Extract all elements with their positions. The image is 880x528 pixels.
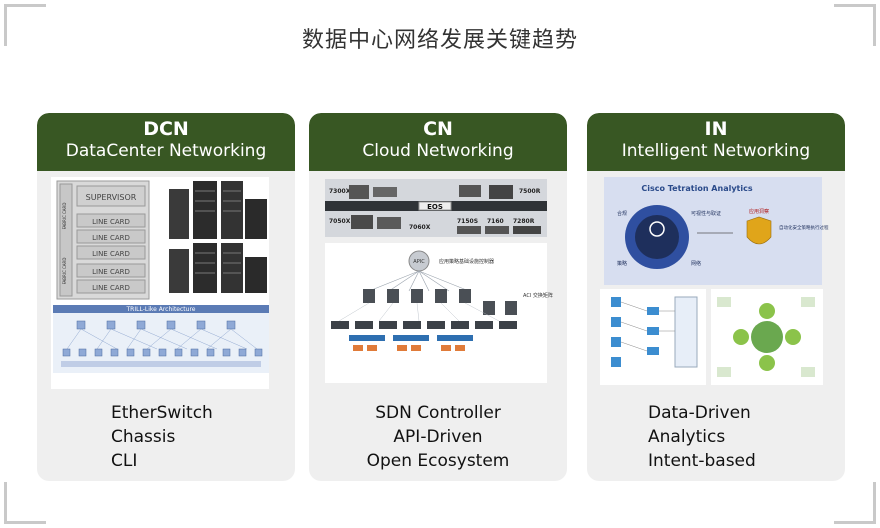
cn-full-name: Cloud Networking [362, 141, 514, 161]
model-7280r: 7280R [513, 218, 535, 225]
trill-architecture-label: TRILL-Like Architecture [126, 306, 196, 313]
security-flow-diagram [600, 289, 706, 385]
apic-description: 应用策略基础设施控制器 [439, 258, 494, 265]
in-illustration: Cisco Tetration Analytics 合规 可视性与取证 策略 网… [600, 177, 829, 385]
line-card-label-2: LINE CARD [92, 234, 130, 242]
dcn-illustration: FABRIC CARD FABRIC CARD SUPERVISOR LINE … [51, 177, 269, 389]
feature-item: Intent-based [648, 451, 756, 471]
tetration-title: Cisco Tetration Analytics [641, 184, 752, 193]
fabric-card-label-1: FABRIC CARD [62, 203, 67, 230]
cn-features: SDN Controller API-Driven Open Ecosystem [309, 401, 567, 473]
tetration-analytics-graphic: Cisco Tetration Analytics 合规 可视性与取证 策略 网… [604, 177, 829, 285]
dcn-abbr: DCN [143, 118, 189, 140]
corner-bracket-top-right [834, 4, 876, 46]
cn-header: CN Cloud Networking [309, 113, 567, 171]
in-full-name: Intelligent Networking [621, 141, 811, 161]
model-7160: 7160 [487, 218, 504, 225]
feature-item: Chassis [111, 427, 176, 447]
model-7500r: 7500R [519, 188, 541, 195]
feature-item: SDN Controller [375, 403, 501, 423]
in-features: Data-Driven Analytics Intent-based [648, 401, 756, 473]
apic-label: APIC [413, 259, 425, 265]
corner-bracket-bottom-left [4, 482, 46, 524]
visibility-label: 可视性与取证 [691, 210, 721, 217]
feature-item: CLI [111, 451, 138, 471]
model-7150s: 7150S [457, 218, 478, 225]
cn-panel: CN Cloud Networking 7300X 7500R EOS 7050… [309, 113, 567, 481]
in-abbr: IN [704, 118, 728, 140]
line-card-label-1: LINE CARD [92, 218, 130, 226]
chassis-diagram: FABRIC CARD FABRIC CARD SUPERVISOR LINE … [56, 180, 150, 300]
aci-fabric-diagram: APIC 应用策略基础设施控制器 ACI 交换矩阵 [325, 243, 553, 383]
compliance-label: 合规 [617, 210, 627, 217]
network-label: 网络 [691, 260, 701, 267]
dcn-full-name: DataCenter Networking [65, 141, 267, 161]
analytics-cycle-diagram [711, 289, 823, 385]
corner-bracket-bottom-right [834, 482, 876, 524]
line-card-label-5: LINE CARD [92, 284, 130, 292]
slide-title: 数据中心网络发展关键趋势 [301, 28, 578, 53]
automated-security-label: 自动化安全策略执行过程 [779, 224, 829, 231]
eos-switch-lineup: 7300X 7500R EOS 7050X 7060X 7150S 7160 7… [325, 185, 547, 234]
dcn-panel: DCN DataCenter Networking FABRIC CARD FA… [37, 113, 295, 481]
in-header: IN Intelligent Networking [587, 113, 845, 171]
feature-item: Data-Driven [648, 403, 751, 423]
fabric-card-label-2: FABRIC CARD [62, 258, 67, 285]
model-7050x: 7050X [329, 218, 351, 225]
line-card-label-4: LINE CARD [92, 268, 130, 276]
in-panel: IN Intelligent Networking Cisco Tetratio… [587, 113, 845, 481]
feature-item: Open Ecosystem [366, 451, 510, 471]
corner-bracket-top-left [4, 4, 46, 46]
feature-item: EtherSwitch [111, 403, 213, 423]
dcn-header: DCN DataCenter Networking [37, 113, 295, 171]
dcn-features: EtherSwitch Chassis CLI [111, 401, 213, 473]
eos-label: EOS [427, 203, 443, 211]
trill-architecture-diagram: TRILL-Like Architecture [53, 305, 269, 373]
app-insight-label: 应用洞察 [749, 208, 769, 215]
cn-illustration: 7300X 7500R EOS 7050X 7060X 7150S 7160 7… [325, 179, 553, 383]
model-7300x: 7300X [329, 188, 351, 195]
feature-item: API-Driven [393, 427, 483, 447]
line-card-label-3: LINE CARD [92, 250, 130, 258]
aci-fabric-label: ACI 交换矩阵 [523, 292, 553, 299]
supervisor-label: SUPERVISOR [86, 193, 137, 202]
policy-label: 策略 [617, 260, 627, 267]
switch-hardware-photo [169, 181, 267, 293]
model-7060x: 7060X [409, 224, 431, 231]
feature-item: Analytics [648, 427, 726, 447]
cn-abbr: CN [423, 118, 453, 140]
